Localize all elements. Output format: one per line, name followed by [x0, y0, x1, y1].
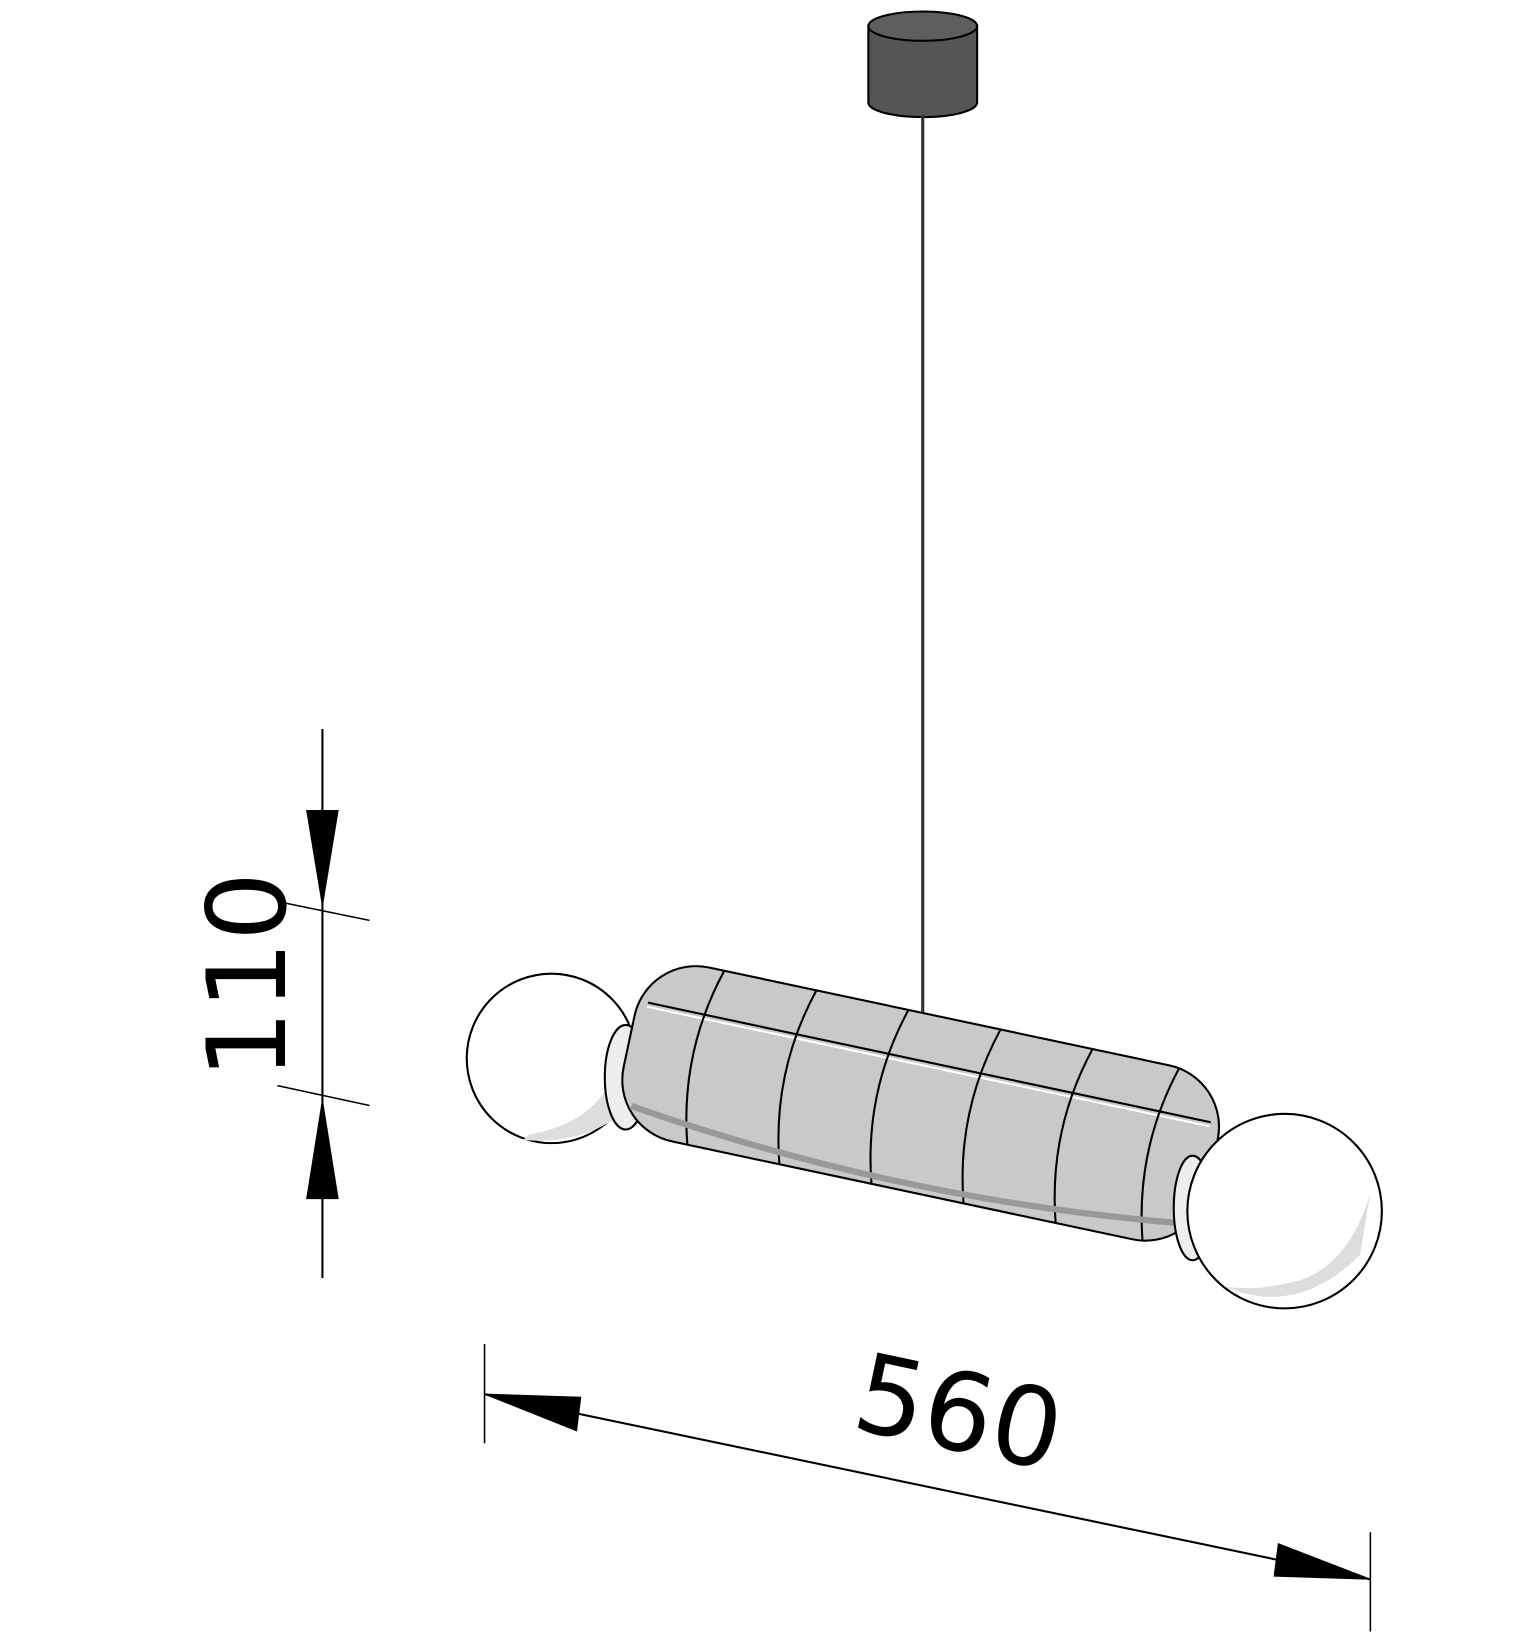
width-label: 560	[844, 1329, 1073, 1496]
arrow-down-icon	[306, 810, 339, 906]
arrow-right-icon	[1273, 1542, 1371, 1580]
height-dimension	[277, 728, 370, 1279]
arrow-up-icon	[306, 1100, 339, 1200]
ceiling-canopy	[867, 10, 979, 119]
arrow-left-icon	[484, 1393, 582, 1432]
lamp-body	[621, 965, 1221, 1242]
left-globe	[465, 972, 648, 1145]
height-label: 110	[184, 872, 311, 1080]
right-globe	[1172, 1112, 1383, 1310]
width-dimension	[483, 1343, 1372, 1632]
